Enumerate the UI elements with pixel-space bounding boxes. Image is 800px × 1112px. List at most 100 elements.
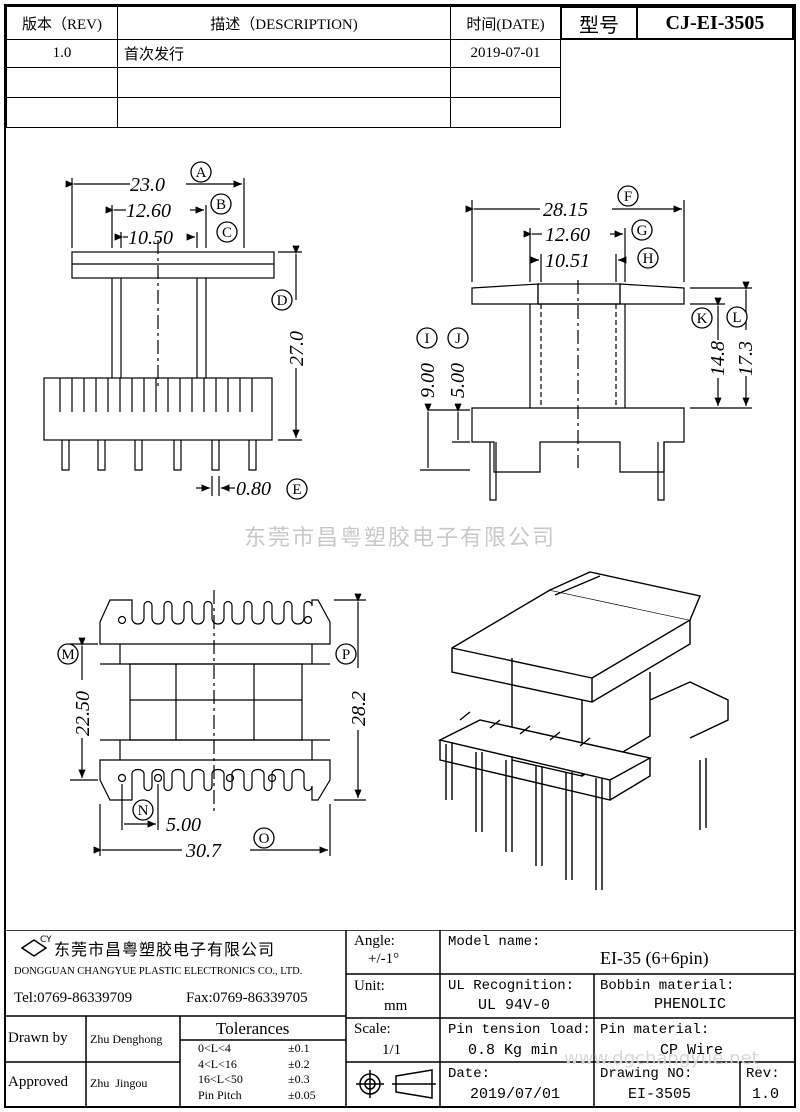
dim-e-value: 0.80 — [236, 478, 271, 500]
dim-p-value: 28.2 — [348, 691, 370, 726]
reference-letter: E — [292, 482, 301, 498]
reference-letter: H — [643, 251, 654, 267]
reference-circle — [631, 219, 653, 241]
pin-tension-value: 0.8 Kg min — [468, 1042, 559, 1059]
drawn-by-name: Zhu Denghong — [90, 1032, 163, 1046]
pin-tension-label: Pin tension load: — [448, 1022, 591, 1038]
tolerance-range: Pin Pitch — [198, 1087, 242, 1102]
company-name-cn: 东莞市昌粤塑胶电子有限公司 — [54, 940, 276, 959]
bobbin-value: PHENOLIC — [654, 996, 727, 1013]
reference-circle — [447, 327, 469, 349]
technical-drawing: 23.0 12.60 10.50 27.0 0.80 28.15 12.60 1… — [43, 161, 757, 890]
ul-value: UL 94V-0 — [478, 997, 551, 1014]
rev-label: Rev: — [746, 1066, 780, 1082]
tolerance-range: 4<L<16 — [198, 1056, 237, 1071]
dim-f-value: 28.15 — [543, 199, 588, 221]
dim-c-value: 10.50 — [128, 227, 173, 249]
rev-value: 1.0 — [752, 1086, 780, 1103]
unit-value: mm — [384, 998, 408, 1014]
reference-letter: M — [61, 647, 74, 663]
tolerances-title: Tolerances — [216, 1019, 290, 1038]
tolerance-range: 0<L<4 — [198, 1041, 231, 1055]
reference-letter: P — [342, 647, 350, 663]
reference-circle — [271, 289, 293, 311]
approved-label: Approved — [8, 1074, 68, 1090]
model-box: 型号 CJ-EI-3505 — [560, 6, 794, 40]
reference-circle — [253, 827, 275, 849]
reference-letter: A — [196, 165, 207, 181]
scale-label: Scale: — [354, 1021, 391, 1037]
reference-circle — [726, 306, 748, 328]
reference-circle — [190, 161, 212, 183]
blank-cell — [450, 97, 561, 128]
dim-h-value: 10.51 — [545, 250, 590, 272]
dim-j-value: 5.00 — [447, 363, 469, 398]
reference-letter: D — [277, 293, 288, 309]
dim-o-value: 30.7 — [185, 840, 222, 862]
dim-l-value: 17.3 — [735, 341, 757, 376]
date-label: Date: — [448, 1066, 491, 1082]
side-view — [420, 200, 752, 501]
dim-b-value: 12.60 — [126, 200, 171, 222]
reference-letter: F — [624, 189, 632, 205]
logo-text: CY — [40, 935, 52, 945]
revision-table: 版本（REV) 描述（DESCRIPTION) 时间(DATE) 1.0 首次发… — [6, 6, 561, 128]
model-name-value: EI-35 (6+6pin) — [600, 948, 709, 968]
dim-g-value: 12.60 — [545, 224, 590, 246]
blank-cell — [117, 67, 451, 98]
model-label: 型号 — [562, 8, 638, 38]
front-view — [43, 178, 302, 496]
dim-m-value: 22.50 — [72, 691, 94, 736]
reference-circle — [216, 221, 238, 243]
tel: Tel:0769-86339709 — [14, 990, 133, 1006]
title-block-grid — [4, 930, 796, 1108]
reference-circle — [637, 247, 659, 269]
reference-letter: G — [637, 223, 648, 239]
scale-value: 1/1 — [382, 1042, 402, 1058]
bobbin-label: Bobbin material: — [600, 978, 735, 994]
pin-material-value: CP Wire — [660, 1042, 724, 1059]
reference-letter: K — [697, 311, 708, 327]
tolerance-value: ±0.2 — [288, 1056, 310, 1071]
tolerances-values: ±0.1 ±0.2 ±0.3 ±0.05 — [288, 1041, 316, 1103]
angle-value: +/-1° — [368, 951, 400, 967]
reference-circle — [57, 643, 79, 665]
reference-circle — [416, 327, 438, 349]
reference-circle — [286, 478, 308, 500]
company-name-en: DONGGUAN CHANGYUE PLASTIC ELECTRONICS CO… — [14, 966, 303, 977]
dim-k-value: 14.8 — [707, 341, 729, 376]
reference-letter: L — [732, 310, 741, 326]
pin-material-label: Pin material: — [600, 1022, 710, 1038]
reference-letter: I — [425, 331, 430, 347]
tolerance-value: ±0.3 — [288, 1072, 310, 1086]
date-value: 2019/07/01 — [470, 1086, 561, 1103]
dim-a-value: 23.0 — [130, 174, 165, 196]
blank-cell — [117, 97, 451, 128]
approved-by-name: Zhu Jingou — [90, 1076, 148, 1090]
tolerances-ranges: 0<L<4 4<L<16 16<L<50 Pin Pitch — [198, 1041, 243, 1103]
reference-letter: B — [216, 197, 226, 213]
reference-letter: J — [455, 331, 461, 347]
angle-label: Angle: — [354, 933, 395, 949]
tolerance-value: ±0.05 — [288, 1087, 316, 1102]
tolerance-range: 16<L<50 — [198, 1072, 243, 1086]
reference-circle — [210, 193, 232, 215]
dim-i-value: 9.00 — [417, 363, 439, 398]
reference-circle — [132, 799, 154, 821]
reference-letter: N — [138, 803, 149, 819]
dim-n-value: 5.00 — [166, 814, 201, 836]
date-cell: 2019-07-01 — [450, 39, 561, 68]
tolerance-value: ±0.1 — [288, 1041, 310, 1055]
reference-circle — [691, 307, 713, 329]
reference-letter: C — [222, 225, 232, 241]
drawn-by-label: Drawn by — [8, 1030, 68, 1046]
reference-circle — [617, 185, 639, 207]
title-block: CY 东莞市昌粤塑胶电子有限公司 DONGGUAN CHANGYUE PLAST… — [4, 930, 796, 1108]
model-name-label: Model name: — [448, 934, 541, 950]
isometric-view — [437, 571, 729, 890]
model-value: CJ-EI-3505 — [665, 11, 765, 34]
fax: Fax:0769-86339705 — [186, 990, 308, 1006]
blank-cell — [6, 97, 118, 128]
reference-circle — [335, 643, 357, 665]
